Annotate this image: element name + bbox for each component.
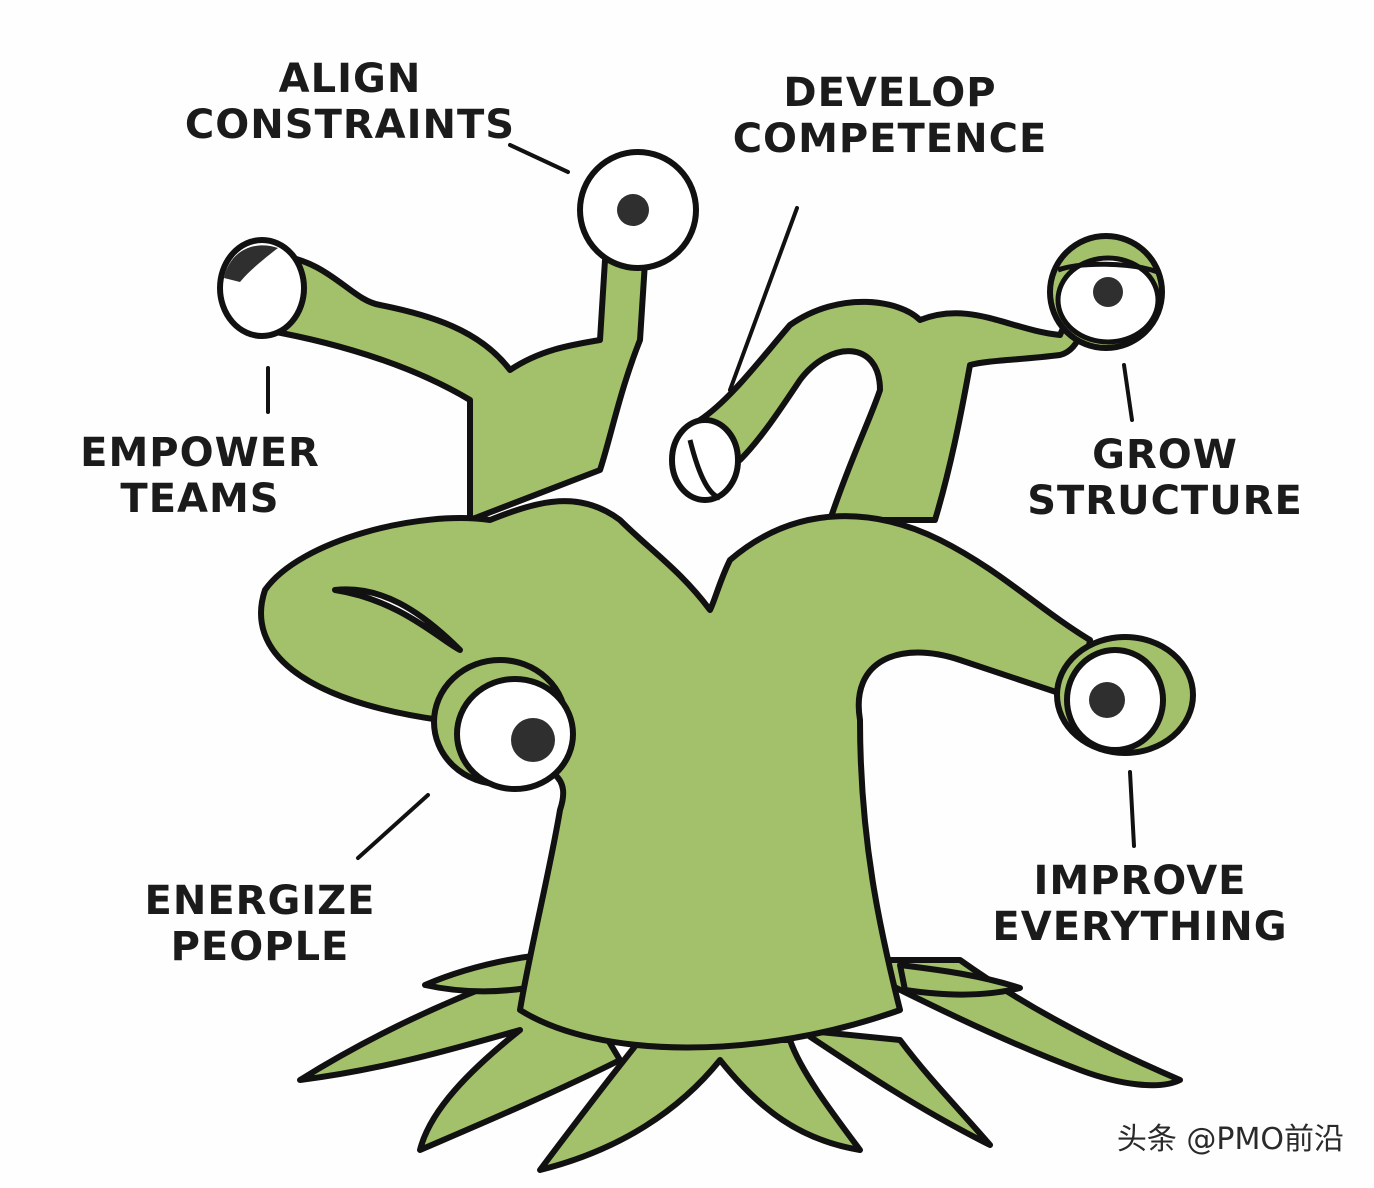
label-develop-competence: DEVELOP COMPETENCE <box>710 70 1070 162</box>
tree-roots <box>297 952 1183 1173</box>
root-right-lower <box>797 1027 993 1148</box>
pointer-grow <box>1122 363 1134 422</box>
eye-align <box>577 149 699 271</box>
eye-grow <box>1047 233 1165 351</box>
label-develop-line1: DEVELOP <box>783 70 997 116</box>
eye-improve <box>1054 634 1196 756</box>
branch-empower <box>262 252 648 523</box>
label-grow-structure: GROW STRUCTURE <box>1005 432 1325 524</box>
label-empower-teams: EMPOWER TEAMS <box>70 430 330 522</box>
pointer-energize <box>356 793 430 860</box>
label-align-line1: ALIGN <box>278 56 422 102</box>
label-grow-line1: GROW <box>1092 432 1238 478</box>
pointer-align <box>508 143 570 174</box>
root-center <box>537 1037 863 1173</box>
label-improve-everything: IMPROVE EVERYTHING <box>980 858 1300 950</box>
branch-develop <box>697 287 1087 523</box>
label-empower-line2: TEAMS <box>120 476 280 522</box>
label-align-line2: CONSTRAINTS <box>184 102 516 148</box>
watermark: 头条 @PMO前沿 <box>1116 1122 1344 1157</box>
pointer-lines <box>266 143 1136 860</box>
label-improve-line1: IMPROVE <box>1033 858 1247 904</box>
branch-cavity-left <box>332 586 463 653</box>
label-energize-line1: ENERGIZE <box>144 878 376 924</box>
root-right-small <box>897 962 1023 998</box>
pointer-develop <box>728 206 799 392</box>
label-energize-people: ENERGIZE PEOPLE <box>125 878 395 970</box>
label-empower-line1: EMPOWER <box>80 430 320 476</box>
eye-develop <box>669 417 741 503</box>
label-align-constraints: ALIGN CONSTRAINTS <box>160 56 540 148</box>
label-improve-line2: EVERYTHING <box>992 904 1288 950</box>
eye-energize <box>431 657 576 792</box>
eye-empower <box>217 237 307 339</box>
label-grow-line2: STRUCTURE <box>1027 478 1303 524</box>
label-energize-line2: PEOPLE <box>170 924 350 970</box>
pointer-improve <box>1128 770 1136 848</box>
label-develop-line2: COMPETENCE <box>732 116 1048 162</box>
